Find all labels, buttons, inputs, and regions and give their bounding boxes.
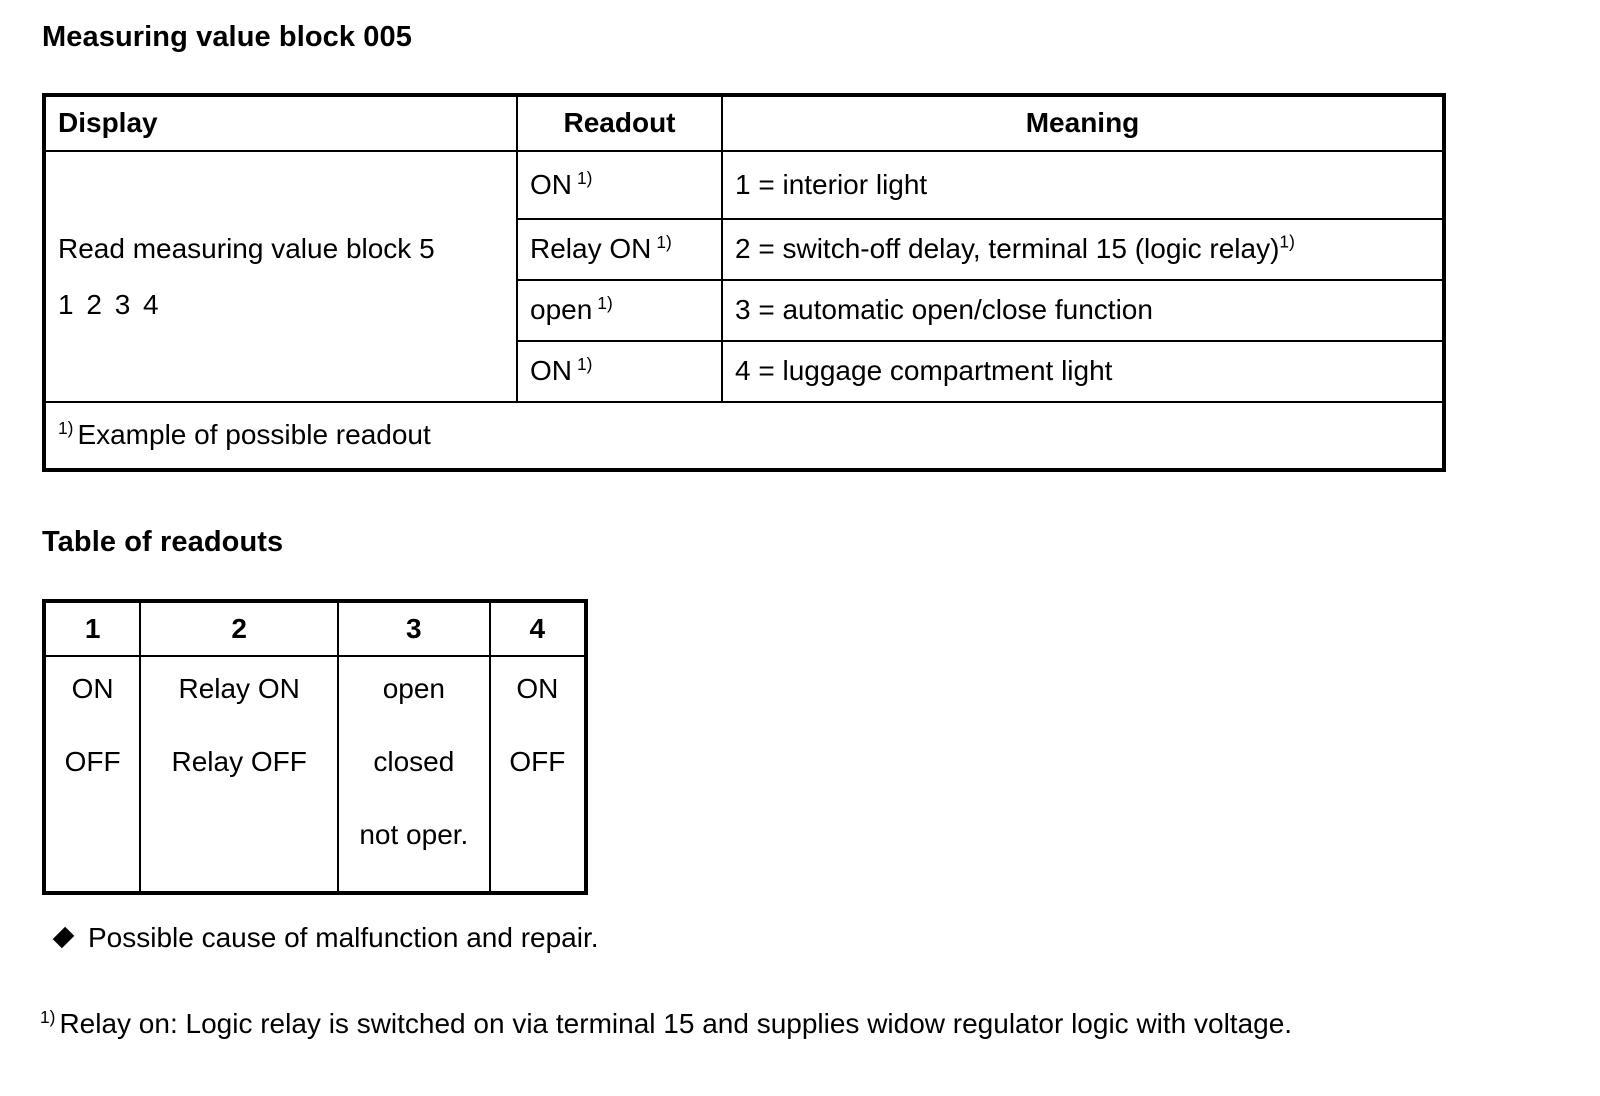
readouts-table: 1 2 3 4 ON OFF Relay ON Relay OFF o xyxy=(41,599,589,895)
bullet-note: Possible cause of malfunction and repair… xyxy=(52,921,599,955)
meaning-text: 2 = switch-off delay, terminal 15 (logic… xyxy=(735,233,1280,265)
column-header-readout: Readout xyxy=(516,93,723,152)
meaning-cell: 4 = luggage compartment light xyxy=(721,340,1446,403)
readout-option xyxy=(149,818,329,891)
display-line-2: 1 2 3 4 xyxy=(58,288,162,320)
table-header: Display Readout Meaning xyxy=(42,93,1446,152)
meaning-cell: 2 = switch-off delay, terminal 15 (logic… xyxy=(721,218,1446,281)
readouts-cell-2: Relay ON Relay OFF xyxy=(139,655,340,895)
column-header-display: Display xyxy=(42,93,518,152)
table-footnote-row: 1)Example of possible readout xyxy=(42,401,1446,472)
readout-option: ON xyxy=(516,673,559,704)
readout-option: closed xyxy=(373,746,455,777)
readout-option xyxy=(499,818,576,891)
footnote-marker: 1) xyxy=(40,1006,56,1027)
footnote-marker: 1) xyxy=(597,293,613,314)
readouts-title: Table of readouts xyxy=(42,526,284,558)
readout-option: ON xyxy=(71,673,114,704)
readouts-header: 1 2 3 4 xyxy=(41,599,589,657)
footnote-marker: 1) xyxy=(656,232,672,253)
readouts-cell-3: open closed not oper. xyxy=(337,655,491,895)
readouts-body: ON OFF Relay ON Relay OFF open closed no… xyxy=(41,655,589,895)
readouts-row: ON OFF Relay ON Relay OFF open closed no… xyxy=(41,655,589,895)
readout-option xyxy=(54,818,131,891)
footnote-marker: 1) xyxy=(1279,232,1295,253)
meaning-text: 3 = automatic open/close function xyxy=(735,294,1153,326)
display-line-1: Read measuring value block 5 xyxy=(58,232,435,264)
readout-text: open xyxy=(530,294,593,326)
table-header-row: Display Readout Meaning xyxy=(42,93,1446,152)
bullet-note-text: Possible cause of malfunction and repair… xyxy=(88,922,599,953)
relay-footnote: 1)Relay on: Logic relay is switched on v… xyxy=(40,1007,1292,1041)
readout-option: open xyxy=(382,673,445,704)
relay-footnote-text: Relay on: Logic relay is switched on via… xyxy=(59,1008,1293,1039)
page-title: Measuring value block 005 xyxy=(42,21,412,53)
readout-option: Relay OFF xyxy=(171,746,307,777)
readouts-cell-4: ON OFF xyxy=(488,655,589,895)
readout-text: Relay ON xyxy=(530,233,652,265)
readouts-header-row: 1 2 3 4 xyxy=(41,599,589,657)
table-footnote-cell: 1)Example of possible readout xyxy=(42,401,1446,472)
diamond-bullet-icon xyxy=(52,926,75,949)
readout-text: ON xyxy=(530,168,572,200)
footnote-marker: 1) xyxy=(58,418,74,439)
footnote-marker: 1) xyxy=(577,167,593,188)
display-cell: Read measuring value block 5 1 2 3 4 xyxy=(42,150,518,403)
readout-option: OFF xyxy=(64,746,121,777)
readouts-column-header-1: 1 xyxy=(41,599,142,657)
meaning-text: 1 = interior light xyxy=(735,168,928,200)
footnote-text: Example of possible readout xyxy=(77,419,431,451)
footnote-marker: 1) xyxy=(577,354,593,375)
measuring-value-table: Display Readout Meaning Read measuring v… xyxy=(42,93,1446,472)
readout-text: ON xyxy=(530,355,572,387)
meaning-cell: 3 = automatic open/close function xyxy=(721,279,1446,342)
readouts-column-header-3: 3 xyxy=(337,599,491,657)
readout-option: not oper. xyxy=(359,819,469,850)
readout-option: Relay ON xyxy=(178,673,300,704)
readouts-column-header-4: 4 xyxy=(488,599,589,657)
column-header-meaning: Meaning xyxy=(721,93,1446,152)
readouts-cell-1: ON OFF xyxy=(41,655,142,895)
readout-option: OFF xyxy=(509,746,566,777)
meaning-text: 4 = luggage compartment light xyxy=(735,355,1113,387)
meaning-cell: 1 = interior light xyxy=(721,150,1446,220)
readouts-column-header-2: 2 xyxy=(139,599,340,657)
